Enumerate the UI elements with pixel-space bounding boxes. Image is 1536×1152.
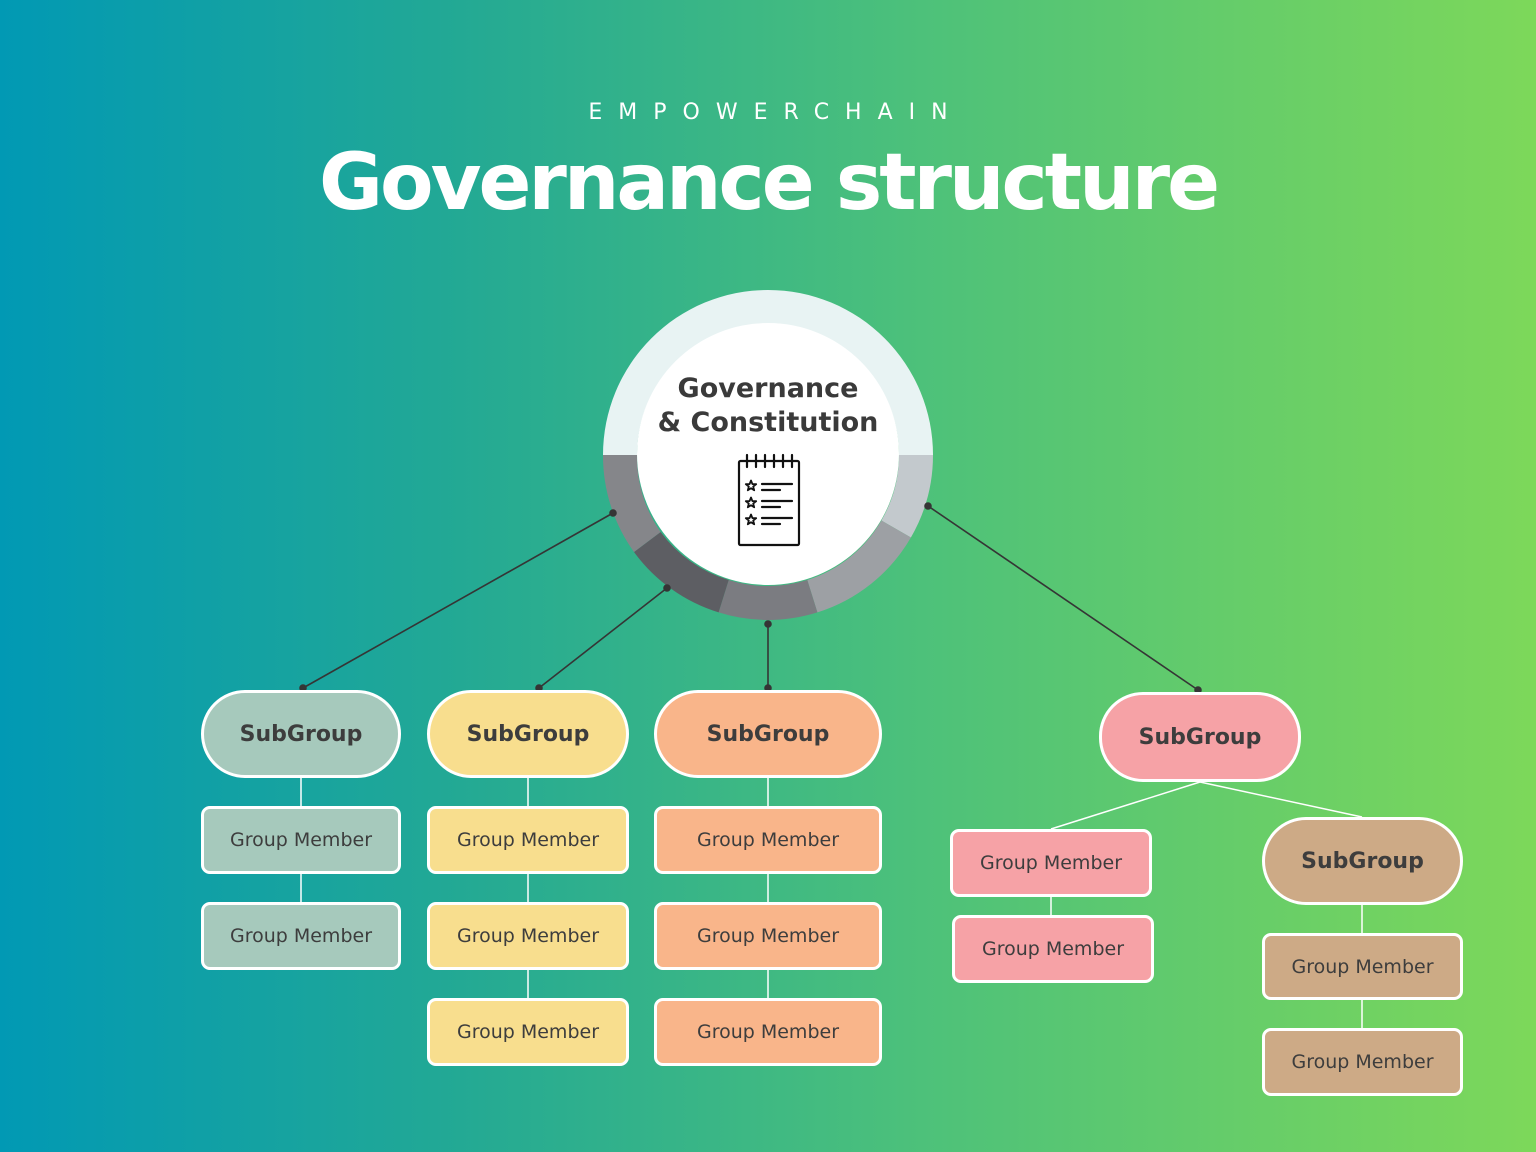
hub-title-line2: & Constitution	[657, 407, 879, 438]
group-member-node[interactable]: Group Member	[654, 902, 882, 970]
hub-title-line1: Governance	[677, 373, 859, 404]
subgroup-node-nested[interactable]: SubGroup	[1262, 817, 1463, 905]
connector-line-1	[302, 512, 614, 689]
governance-hub	[637, 323, 899, 585]
hub-title: Governance & Constitution	[637, 372, 899, 440]
page-title: Governance structure	[319, 138, 1220, 228]
hub-ring-seg-2	[807, 520, 911, 613]
hub-ring	[602, 290, 933, 620]
group-member-node[interactable]: Group Member	[952, 915, 1154, 983]
group-member-node[interactable]: Group Member	[427, 902, 629, 970]
notepad-checklist-icon	[737, 453, 801, 547]
subgroup-node-1[interactable]: SubGroup	[201, 690, 401, 778]
group-member-node[interactable]: Group Member	[654, 806, 882, 874]
group-member-node[interactable]: Group Member	[950, 829, 1152, 897]
connector-dot	[663, 584, 671, 592]
member-link	[1050, 781, 1201, 830]
hub-ring-seg-1	[881, 455, 933, 538]
group-member-node[interactable]: Group Member	[654, 998, 882, 1066]
group-member-node[interactable]: Group Member	[427, 806, 629, 874]
subgroup-node-4[interactable]: SubGroup	[1099, 692, 1301, 782]
subgroup-node-3[interactable]: SubGroup	[654, 690, 882, 778]
hub-ring-seg-4	[634, 532, 729, 613]
hub-ring-seg-5	[602, 455, 661, 552]
hub-ring-seg-3	[718, 580, 818, 620]
connector-dot	[924, 502, 932, 510]
member-connectors	[300, 778, 1363, 1028]
member-link	[1199, 781, 1363, 818]
group-member-node[interactable]: Group Member	[1262, 1028, 1463, 1096]
connector-line-4	[927, 505, 1199, 691]
subgroup-node-2[interactable]: SubGroup	[427, 690, 629, 778]
group-member-node[interactable]: Group Member	[201, 902, 401, 970]
connector-line-2	[538, 587, 668, 689]
group-member-node[interactable]: Group Member	[427, 998, 629, 1066]
group-member-node[interactable]: Group Member	[1262, 933, 1463, 1000]
hub-ring-top	[603, 290, 933, 455]
connector-dot	[764, 620, 772, 628]
hub-connectors	[299, 502, 1202, 694]
brand-label: EMPOWERCHAIN	[588, 100, 964, 125]
group-member-node[interactable]: Group Member	[201, 806, 401, 874]
connector-dot	[609, 509, 617, 517]
